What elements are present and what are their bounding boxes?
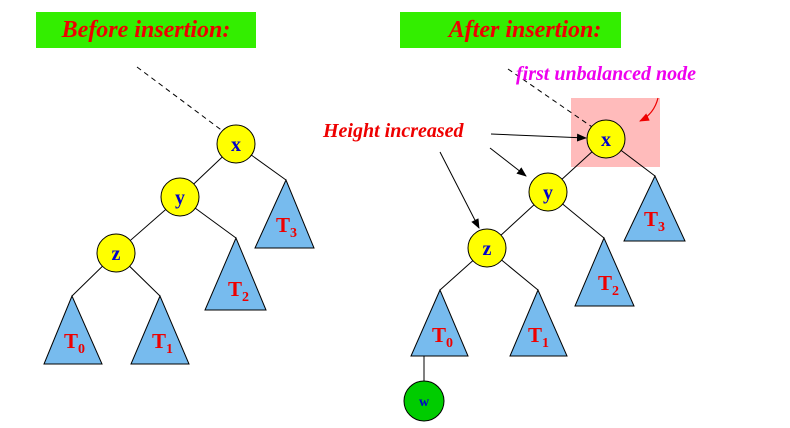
svg-text:T2: T2 [598,271,619,299]
before-node-z: z [96,233,136,273]
before-title: Before insertion: [61,17,231,43]
before-subtree-t1: T1 [130,294,190,365]
after-subtree-t0: T0 [410,288,469,357]
svg-text:y: y [175,187,185,209]
svg-text:T1: T1 [528,323,549,351]
after-subtree-t2: T2 [574,236,635,307]
after-node-y: y [528,172,568,212]
height-arrow-to-y [489,147,527,177]
unbalanced-pointer-arrow [639,97,659,122]
unbalanced-node-label: first unbalanced node [516,63,696,85]
height-increased-label: Height increased [322,120,465,142]
before-subtree-t3: T3 [254,178,315,249]
after-node-x: x [586,119,626,159]
svg-text:y: y [543,182,553,204]
svg-text:z: z [112,243,121,265]
svg-text:T2: T2 [228,277,249,305]
before-node-y: y [160,177,200,217]
after-subtree-t1: T1 [509,288,568,357]
before-subtree-t0: T0 [43,294,103,365]
before-title-box [36,12,256,48]
svg-text:T0: T0 [432,323,453,351]
before-panel: Before insertion: T0 T1 T2 T3 x [36,12,315,365]
svg-text:z: z [483,238,492,260]
height-arrow-to-x [490,133,587,142]
height-arrow-to-z [439,151,480,229]
after-title-box [400,12,621,48]
after-subtree-t3: T3 [623,174,686,242]
svg-text:w: w [419,395,430,410]
before-subtree-t2: T2 [204,236,267,311]
svg-text:T3: T3 [276,213,297,241]
before-parent-dashed-edge [136,66,225,133]
after-node-w-inserted: w [403,380,445,422]
svg-text:T0: T0 [64,329,85,357]
after-title: After insertion: [447,17,602,43]
after-panel: After insertion: T0 T1 T2 T3 [322,12,696,422]
svg-text:x: x [601,129,611,151]
svg-text:T3: T3 [644,207,665,235]
after-node-z: z [467,228,507,268]
before-node-x: x [216,124,256,164]
svg-text:x: x [231,134,241,156]
svg-text:T1: T1 [152,329,173,357]
